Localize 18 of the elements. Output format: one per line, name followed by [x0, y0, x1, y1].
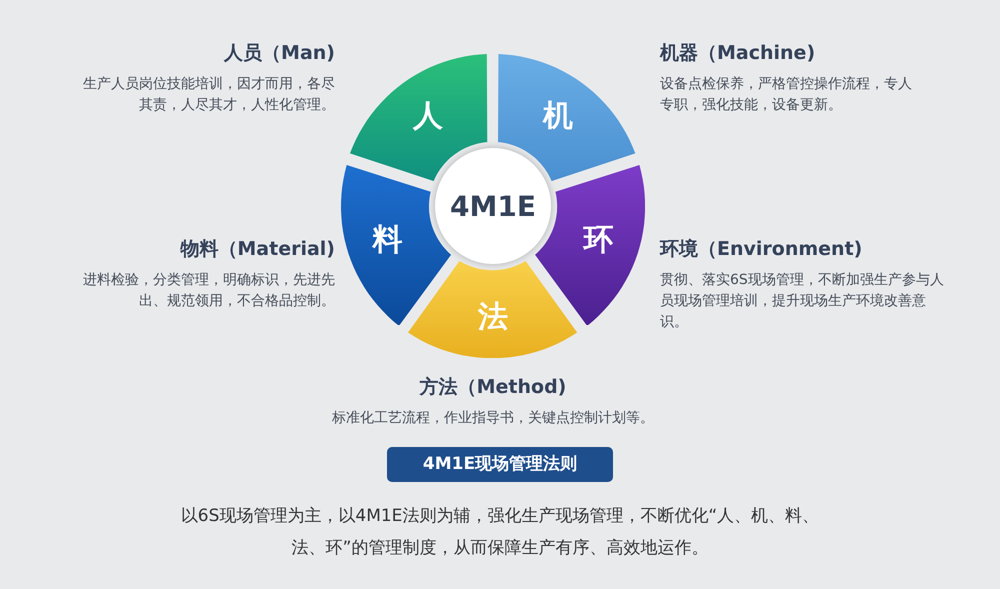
segment-label: 料: [372, 222, 402, 260]
segment-label: 机: [543, 98, 574, 136]
segment-description: 贯彻、落实6S现场管理，不断加强生产参与人员现场管理培训，提升现场生产环境改善意识。: [660, 271, 945, 332]
segment-heading: 机器（Machine): [660, 41, 816, 66]
segment-heading: 物料（Material): [180, 237, 335, 262]
title-banner: 4M1E现场管理法则: [387, 447, 613, 482]
segment-label: 环: [584, 222, 614, 260]
segment-label: 法: [478, 298, 508, 336]
segment-heading: 方法（Method): [418, 375, 568, 400]
segment-heading: 人员（Man): [224, 41, 335, 66]
summary-paragraph: 以6S现场管理为主，以4M1E法则为辅，强化生产现场管理，不断优化“人、机、料、法、环”的管理制度，从而保障生产有序、高效地运作。: [180, 505, 820, 560]
segment-description: 标准化工艺流程，作业指导书，关键点控制计划等。: [331, 409, 655, 428]
segment-description: 设备点检保养，严格管控操作流程，专人专职，强化技能，设备更新。: [660, 75, 913, 115]
segment-heading: 环境（Environment): [660, 237, 862, 262]
segment-description: 进料检验，分类管理，明确标识，先进先出、规范领用，不合格品控制。: [82, 271, 335, 311]
segment-label: 人: [412, 98, 443, 136]
segment-description: 生产人员岗位技能培训，因才而用，各尽其责，人尽其才，人性化管理。: [82, 75, 335, 115]
center-circle: 4M1E: [435, 148, 551, 264]
